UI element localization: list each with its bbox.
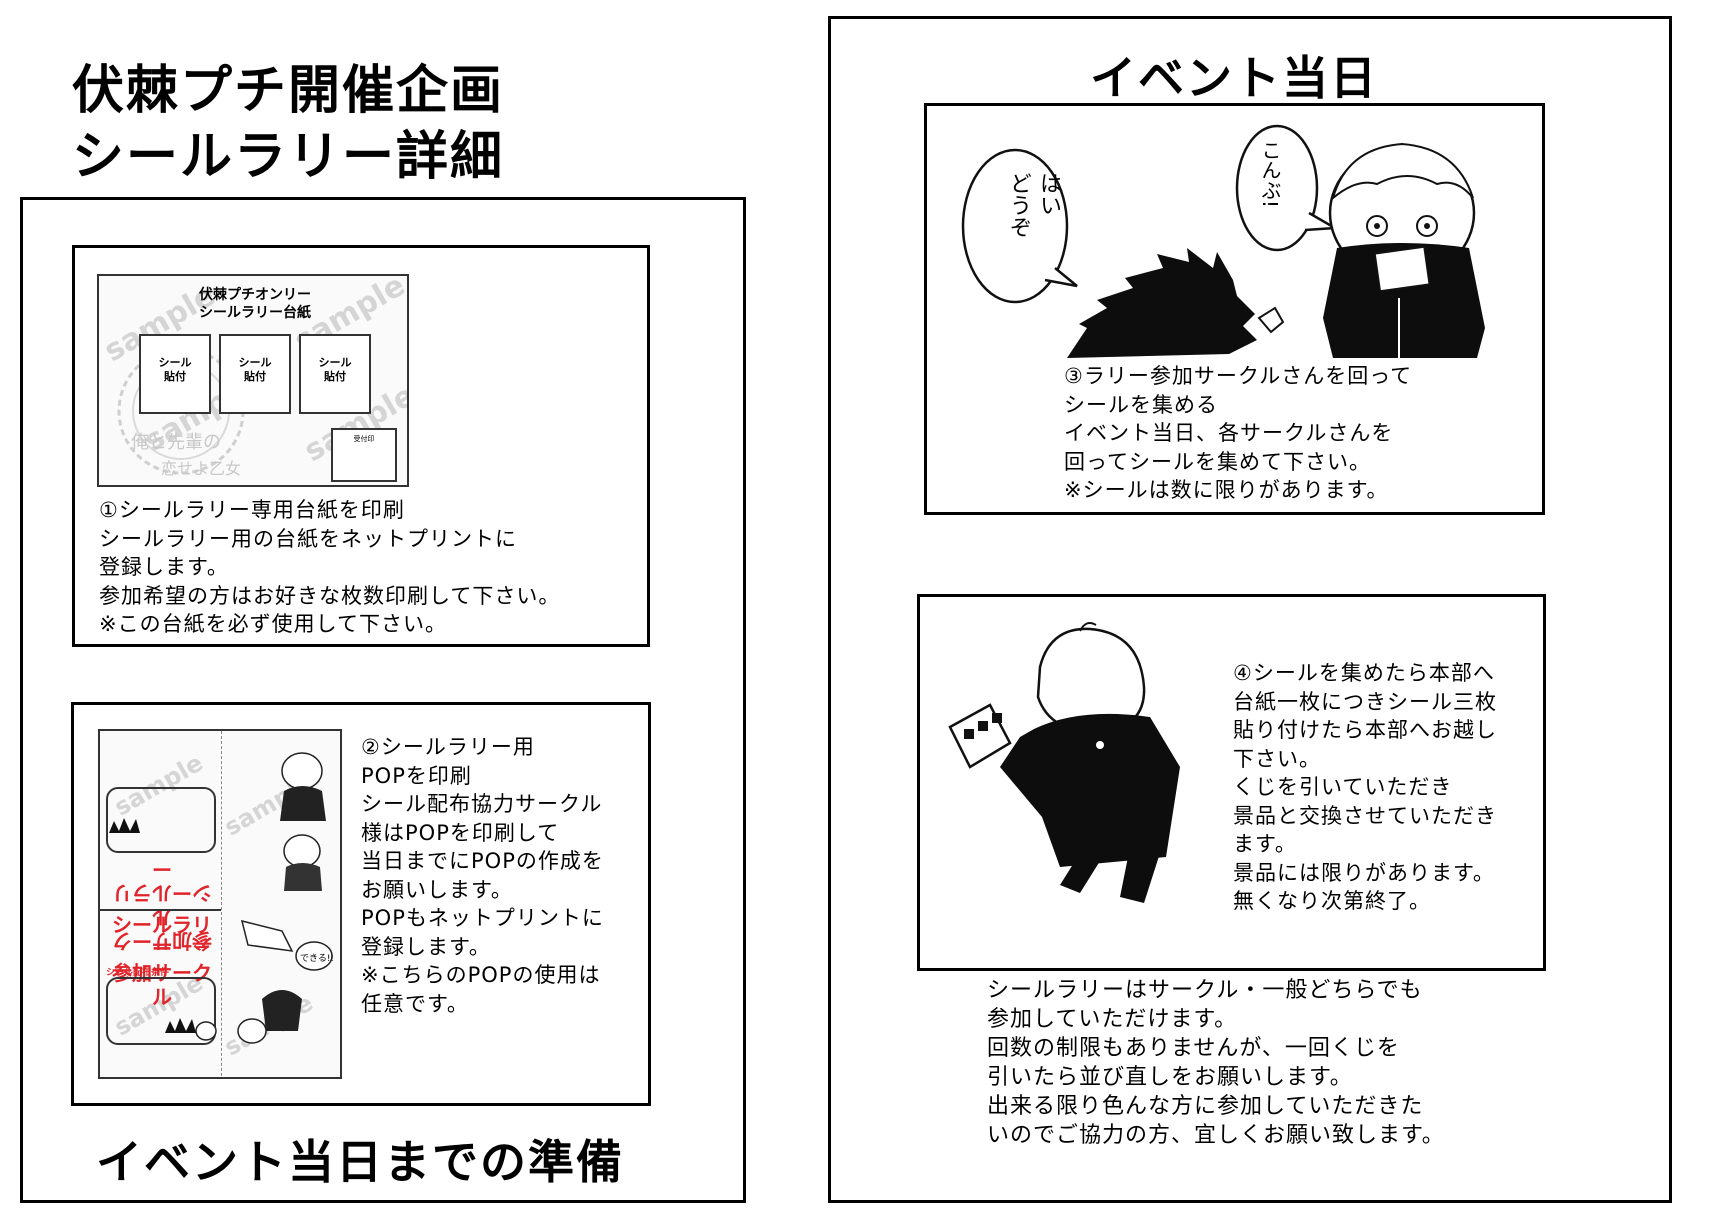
pop-sub-label: シール配布条件	[106, 968, 170, 978]
step2-text: ②シールラリー用 POPを印刷 シール配布協力サークル 様はPOPを印刷して 当…	[361, 735, 604, 1016]
rally-sheet-thumbnail: sample sample sample sample 俺と先輩の 恋せよ乙女 …	[97, 274, 409, 487]
step4-text: ④シールを集めたら本部へ 台紙一枚につきシール三枚 貼り付けたら本部へお越し 下…	[1233, 661, 1497, 913]
bubble-right-label: こんぶ!	[1258, 140, 1282, 209]
sheet-title-line2: シールラリー台紙	[199, 305, 311, 321]
pop-chibi-small-bottom	[165, 1018, 217, 1041]
stamp-label: 受付印	[353, 435, 375, 443]
pop-frame-top	[106, 787, 216, 853]
step3-text: ③ラリー参加サークルさんを回って シールを集める イベント当日、各サークルさんを…	[1064, 364, 1413, 502]
main-title: 伏棘プチ開催企画 シールラリー詳細	[72, 58, 504, 190]
pop-chibi-illustrations: できる!!	[237, 752, 334, 1044]
step4-illustration	[948, 622, 1180, 903]
step3-illustration	[961, 124, 1485, 358]
bubble-left-text: はい どうぞ	[983, 172, 1063, 322]
pop-header-text: シールラリー 参加サークル	[104, 913, 220, 1009]
bubble-left-label: はい どうぞ	[1006, 172, 1061, 238]
footer-note: シールラリーはサークル・一般どちらでも 参加していただけます。 回数の制限もあり…	[987, 978, 1445, 1148]
event-section-title: イベント当日	[1090, 51, 1378, 105]
bubble-right-text: こんぶ!	[1257, 140, 1283, 260]
reception-stamp-box: 受付印	[331, 428, 397, 482]
step2-box: sample sample sample sample 参加サークル シールラリ…	[71, 702, 651, 1106]
pop-chibi-small	[109, 818, 140, 833]
sheet-title: 伏棘プチオンリー シールラリー台紙	[99, 286, 407, 322]
pop-red-line1: シールラリー	[112, 913, 212, 961]
main-title-line2: シールラリー詳細	[72, 127, 505, 187]
step4-box: ④シールを集めたら本部へ 台紙一枚につきシール三枚 貼り付けたら本部へお越し 下…	[917, 594, 1546, 971]
sheet-title-line1: 伏棘プチオンリー	[199, 287, 311, 303]
pop-red-line1-flipped: シールラリー	[112, 857, 212, 905]
pop-frame-bottom	[106, 977, 216, 1045]
main-title-line1: 伏棘プチ開催企画	[72, 61, 505, 121]
seal-logo-line2: 恋せよ乙女	[161, 459, 241, 478]
sticker-slot: シール 貼付	[299, 334, 371, 414]
sticker-slot: シール 貼付	[139, 334, 211, 414]
pop-red-line2: 参加サークル	[112, 961, 212, 1009]
step3-box: はい どうぞ こんぶ! ③ラリー参加サークルさんを回って シールを集める イベン…	[924, 103, 1545, 515]
pop-thumbnail: sample sample sample sample 参加サークル シールラリ…	[98, 729, 342, 1079]
pop-center-divider	[100, 909, 221, 911]
pop-bubble-text: できる!!	[300, 953, 334, 964]
seal-logo-line1: 俺と先輩の	[131, 432, 221, 453]
step1-text: ①シールラリー専用台紙を印刷 シールラリー用の台紙をネットプリントに 登録します…	[99, 498, 561, 636]
fold-line	[221, 731, 222, 1077]
step1-box: sample sample sample sample 俺と先輩の 恋せよ乙女 …	[72, 245, 650, 647]
prep-section-title: イベント当日までの準備	[96, 1135, 624, 1189]
sticker-slot: シール 貼付	[219, 334, 291, 414]
